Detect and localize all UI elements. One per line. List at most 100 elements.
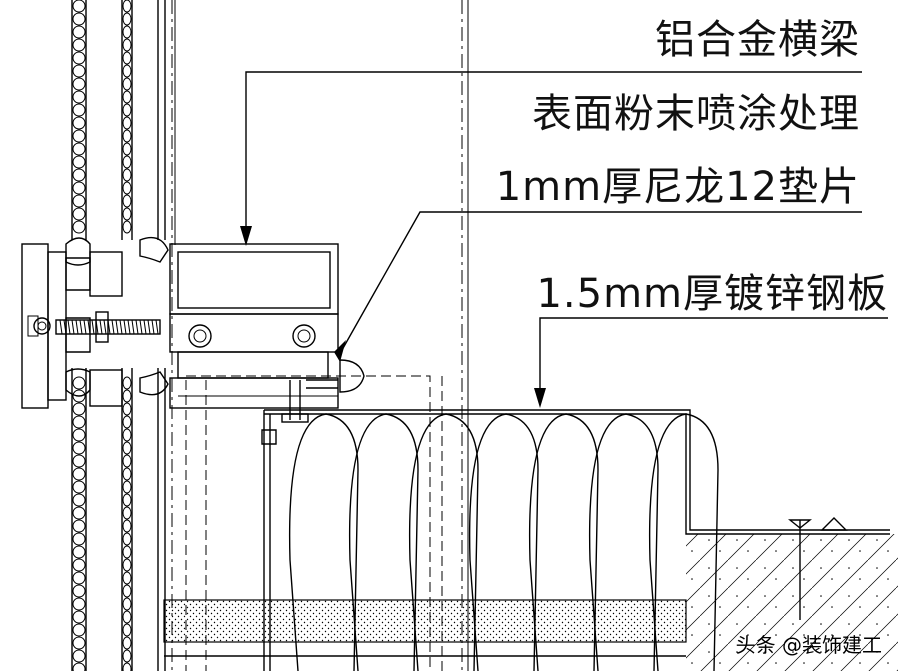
interlayer-bead [72,168,86,182]
interlayer-bead [72,571,86,585]
insulation-roll [528,413,599,671]
interlayer-bead [72,480,86,494]
interlayer-bead [72,597,86,611]
insulation-roll [408,413,479,671]
interlayer-bead [122,64,132,78]
interlayer-bead [122,51,132,65]
interlayer-bead [122,207,132,221]
rock-wool-insulation [288,413,719,671]
interlayer-bead [72,181,86,195]
interlayer-bead [72,428,86,442]
interlayer-bead [122,194,132,208]
interlayer-bead [122,636,132,650]
interlayer-bead [72,636,86,650]
interlayer-bead [72,116,86,130]
centerlines [171,0,469,671]
insulation-roll [348,413,419,671]
interlayer-bead [122,532,132,546]
interlayer-bead [122,584,132,598]
interlayer-bead [122,558,132,572]
interlayer-bead [72,415,86,429]
interlayer-bead [72,220,86,234]
fixing-bolt [55,311,161,343]
interlayer-bead [72,402,86,416]
interlayer-bead [72,454,86,468]
interlayer-bead [122,168,132,182]
interlayer-bead [72,558,86,572]
aluminium-transom [169,243,339,409]
interlayer-bead [122,181,132,195]
interlayer-bead [122,38,132,52]
interlayer-bead [122,90,132,104]
fire-blanket-strip [163,599,687,657]
concrete-slab [686,517,898,671]
interlayer-bead [122,493,132,507]
interlayer-bead [72,207,86,221]
interlayer-bead [122,389,132,403]
label-aluminium-transom: 铝合金横梁 [655,17,860,63]
interlayer-bead [72,467,86,481]
interlayer-bead [72,493,86,507]
interlayer-bead [72,142,86,156]
interlayer-bead [122,12,132,26]
interlayer-bead [122,142,132,156]
interlayer-bead [122,649,132,663]
interlayer-bead [122,454,132,468]
interlayer-bead [122,506,132,520]
interlayer-bead [72,103,86,117]
interlayer-bead [72,90,86,104]
interlayer-bead [122,103,132,117]
interlayer-bead [122,376,132,390]
insulation-roll [588,413,659,671]
interlayer-bead [122,441,132,455]
label-galvanized-steel: 1.5mm厚镀锌钢板 [536,271,888,317]
interlayer-bead [72,441,86,455]
outer-pressure-plate [21,243,91,409]
interlayer-bead [72,584,86,598]
glass-interlayer-beads [72,0,132,671]
interlayer-bead [72,649,86,663]
interlayer-bead [72,389,86,403]
label-nylon-spacer: 1mm厚尼龙12垫片 [495,164,860,210]
interlayer-bead [122,610,132,624]
interlayer-bead [72,38,86,52]
interlayer-bead [72,532,86,546]
interlayer-bead [72,194,86,208]
nylon-spacer [281,359,365,423]
interlayer-bead [122,597,132,611]
interlayer-bead [122,662,132,671]
interlayer-bead [72,519,86,533]
interlayer-bead [122,415,132,429]
interlayer-bead [72,0,86,13]
label-powder-coating: 表面粉末喷涂处理 [532,91,860,137]
insulation-roll [468,413,539,671]
interlayer-bead [72,155,86,169]
interlayer-bead [122,571,132,585]
interlayer-bead [122,155,132,169]
glass-panes [71,0,166,671]
interlayer-bead [72,506,86,520]
interlayer-bead [72,376,86,390]
watermark: 头条 @装饰建工 [735,633,882,657]
interlayer-bead [72,64,86,78]
interlayer-bead [122,623,132,637]
interlayer-bead [122,129,132,143]
insulation-roll [288,413,359,671]
interlayer-bead [122,77,132,91]
interlayer-bead [122,25,132,39]
interlayer-bead [122,428,132,442]
interlayer-bead [72,25,86,39]
interlayer-bead [72,662,86,671]
insulation-roll [648,413,719,671]
interlayer-bead [122,402,132,416]
interlayer-bead [72,610,86,624]
interlayer-bead [72,51,86,65]
interlayer-bead [72,623,86,637]
interlayer-bead [72,129,86,143]
interlayer-bead [72,12,86,26]
interlayer-bead [122,116,132,130]
gaskets [65,236,169,407]
interlayer-bead [72,545,86,559]
interlayer-bead [122,467,132,481]
